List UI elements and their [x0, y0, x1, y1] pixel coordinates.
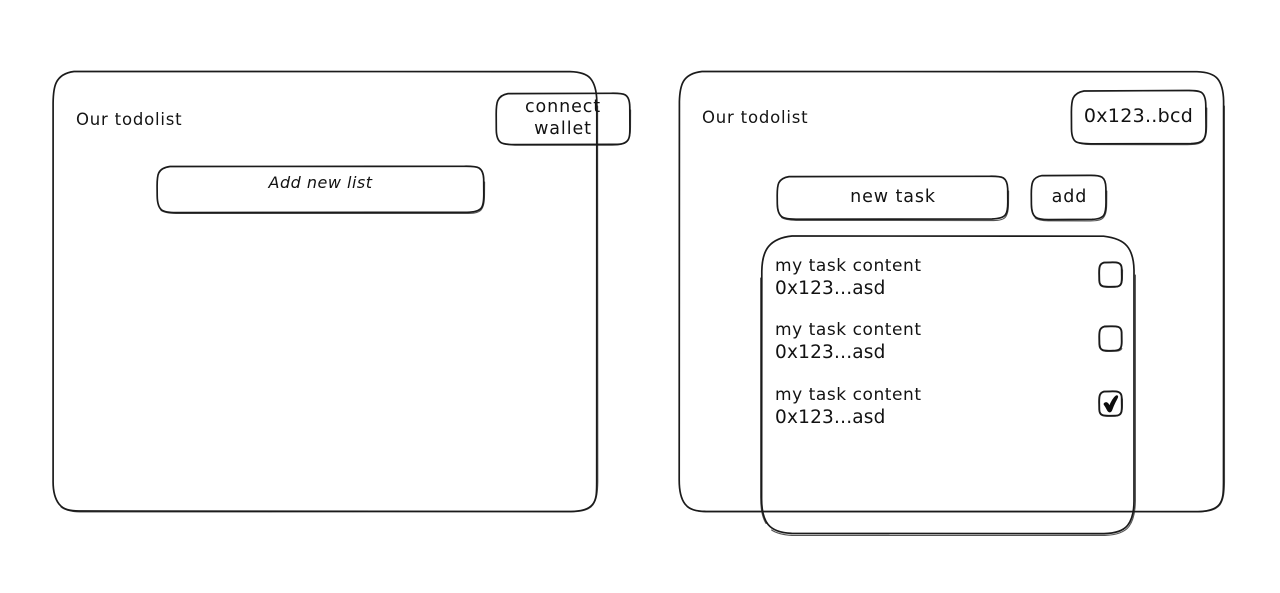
- task-content: my task content: [775, 385, 922, 405]
- new-task-input[interactable]: new task: [776, 175, 1010, 222]
- checkbox-icon: [1098, 261, 1124, 288]
- task-owner: 0x123...asd: [775, 407, 886, 429]
- connect-wallet-line2: wallet: [534, 118, 592, 139]
- connect-wallet-line1: connect: [524, 96, 602, 117]
- screen-connected: Our todolist 0x123..bcd new task add: [678, 70, 1226, 536]
- task-row-texts: my task content 0x123...asd: [775, 385, 922, 429]
- task-row[interactable]: my task content 0x123...asd: [775, 385, 1123, 443]
- task-list-card: my task content 0x123...asd my task cont…: [758, 234, 1139, 536]
- add-task-button[interactable]: add: [1030, 174, 1109, 222]
- checkbox-icon: [1098, 325, 1123, 352]
- task-owner: 0x123...asd: [775, 278, 886, 300]
- checkbox-checked-icon: [1098, 390, 1123, 417]
- task-row-texts: my task content 0x123...asd: [775, 256, 922, 300]
- new-task-placeholder-text: new task: [850, 187, 936, 208]
- task-row[interactable]: my task content 0x123...asd: [775, 320, 1123, 378]
- add-new-list-label: Add new list: [268, 173, 373, 192]
- task-checkbox-unchecked[interactable]: [1098, 261, 1124, 288]
- task-row-texts: my task content 0x123...asd: [775, 320, 922, 364]
- task-owner: 0x123...asd: [775, 342, 886, 364]
- add-new-list-input[interactable]: Add new list: [156, 165, 486, 215]
- page-title: Our todolist: [702, 108, 809, 127]
- task-checkbox-checked[interactable]: [1098, 390, 1123, 417]
- wallet-address-text: 0x123..bcd: [1083, 105, 1194, 128]
- task-content: my task content: [775, 256, 922, 276]
- task-content: my task content: [775, 320, 922, 340]
- task-checkbox-unchecked[interactable]: [1098, 325, 1123, 352]
- task-row[interactable]: my task content 0x123...asd: [775, 256, 1124, 314]
- wallet-address-badge[interactable]: 0x123..bcd: [1070, 89, 1208, 146]
- add-task-label: add: [1051, 187, 1088, 208]
- page-title: Our todolist: [76, 110, 183, 129]
